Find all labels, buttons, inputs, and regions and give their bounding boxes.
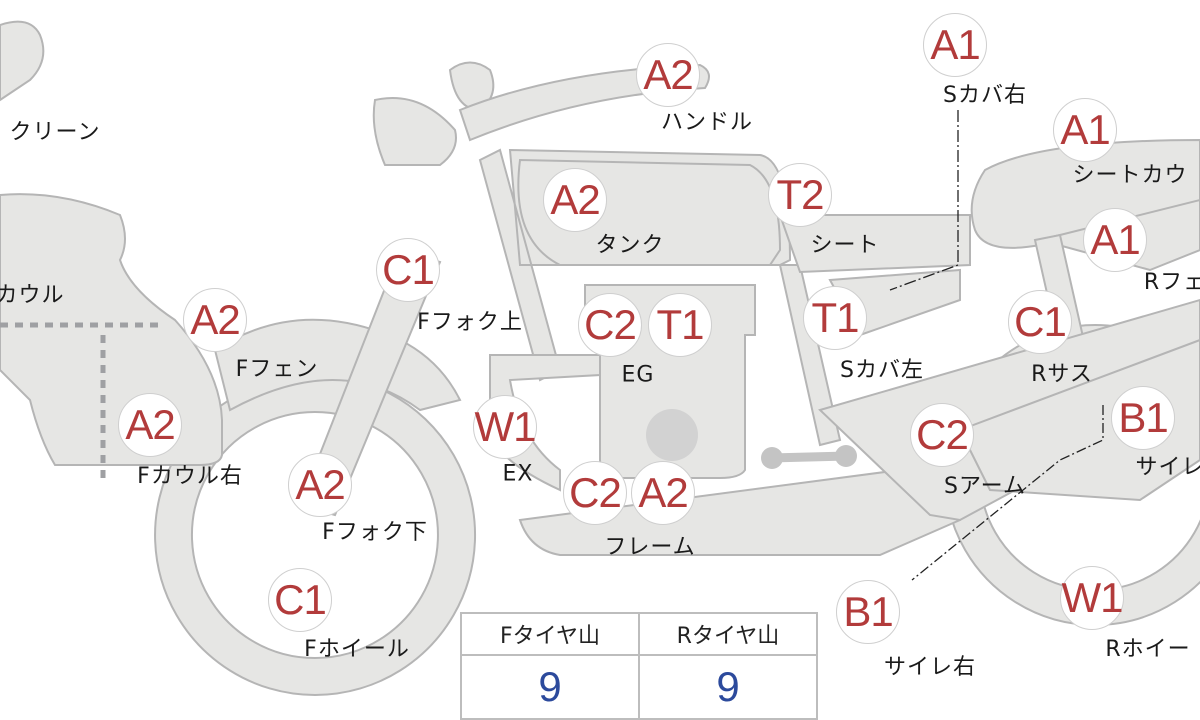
badge-front-wheel[interactable]: C1 <box>268 568 332 632</box>
footpeg <box>765 451 853 463</box>
leader-lines <box>889 110 1104 581</box>
badge-rear-suspension[interactable]: C1 <box>1008 290 1072 354</box>
label-side-cover-right: Sカバ右 <box>943 83 1027 108</box>
label-swingarm: Sアーム <box>944 474 1026 499</box>
label-silencer: サイレ <box>1135 455 1200 480</box>
badge-fork-upper[interactable]: C1 <box>376 238 440 302</box>
label-fork-lower: Fフォク下 <box>322 520 428 545</box>
badge-engine-1[interactable]: C2 <box>578 293 642 357</box>
headlight <box>372 97 457 166</box>
label-side-cover-left: Sカバ左 <box>840 358 924 383</box>
badge-side-cover-right[interactable]: A1 <box>923 13 987 77</box>
badge-silencer[interactable]: B1 <box>1111 386 1175 450</box>
label-silencer-right: サイレ右 <box>883 655 977 680</box>
seat <box>778 214 971 274</box>
badge-fork-lower[interactable]: A2 <box>288 453 352 517</box>
badge-front-fender[interactable]: A2 <box>183 288 247 352</box>
badge-silencer-right[interactable]: B1 <box>836 580 900 644</box>
label-fork-upper: Fフォク上 <box>417 310 523 335</box>
badge-rear-fender[interactable]: A1 <box>1083 208 1147 272</box>
badge-handle[interactable]: A2 <box>636 43 700 107</box>
label-front-wheel: Fホイール <box>304 637 410 662</box>
rear-tyre-header: Rタイヤ山 <box>638 612 818 656</box>
rear-tyre-value: 9 <box>638 654 818 720</box>
badge-exhaust[interactable]: W1 <box>473 395 537 459</box>
silencer <box>958 338 1200 502</box>
label-seat: シート <box>810 233 880 258</box>
label-exhaust: EX <box>502 461 534 487</box>
engine-crank <box>646 409 698 461</box>
badge-seat-cowl[interactable]: A1 <box>1053 98 1117 162</box>
badge-frame-1[interactable]: C2 <box>563 461 627 525</box>
label-rear-wheel: Rホイー <box>1105 637 1191 662</box>
badge-tank[interactable]: A2 <box>543 168 607 232</box>
label-front-fender: Fフェン <box>235 357 319 382</box>
front-tyre-value: 9 <box>460 654 640 720</box>
label-seat-cowl: シートカウ <box>1072 163 1188 188</box>
badge-side-cover-left[interactable]: T1 <box>803 286 867 350</box>
mirror <box>448 61 495 112</box>
label-frame: フレーム <box>604 535 696 560</box>
label-rear-suspension: Rサス <box>1031 362 1093 387</box>
badge-frame-2[interactable]: A2 <box>631 461 695 525</box>
front-tyre-header: Fタイヤ山 <box>460 612 640 656</box>
label-tank: タンク <box>595 233 665 258</box>
label-engine: EG <box>621 362 655 388</box>
badge-rear-wheel[interactable]: W1 <box>1060 566 1124 630</box>
screen-label: クリーン <box>9 120 101 145</box>
badge-swingarm[interactable]: C2 <box>910 403 974 467</box>
screen-part <box>0 20 45 102</box>
frame-rear <box>778 264 842 447</box>
tyre-tread-table: Fタイヤ山 Rタイヤ山 9 9 <box>460 612 818 720</box>
badge-engine-2[interactable]: T1 <box>648 293 712 357</box>
cowl-divider-lines <box>0 322 165 485</box>
label-cowl-right: Fカウル右 <box>137 464 243 489</box>
cowl-label: カウル <box>0 283 65 308</box>
label-handle: ハンドル <box>660 110 754 135</box>
badge-seat[interactable]: T2 <box>768 163 832 227</box>
badge-cowl-right[interactable]: A2 <box>118 393 182 457</box>
label-rear-fender: Rフェ <box>1143 270 1200 295</box>
